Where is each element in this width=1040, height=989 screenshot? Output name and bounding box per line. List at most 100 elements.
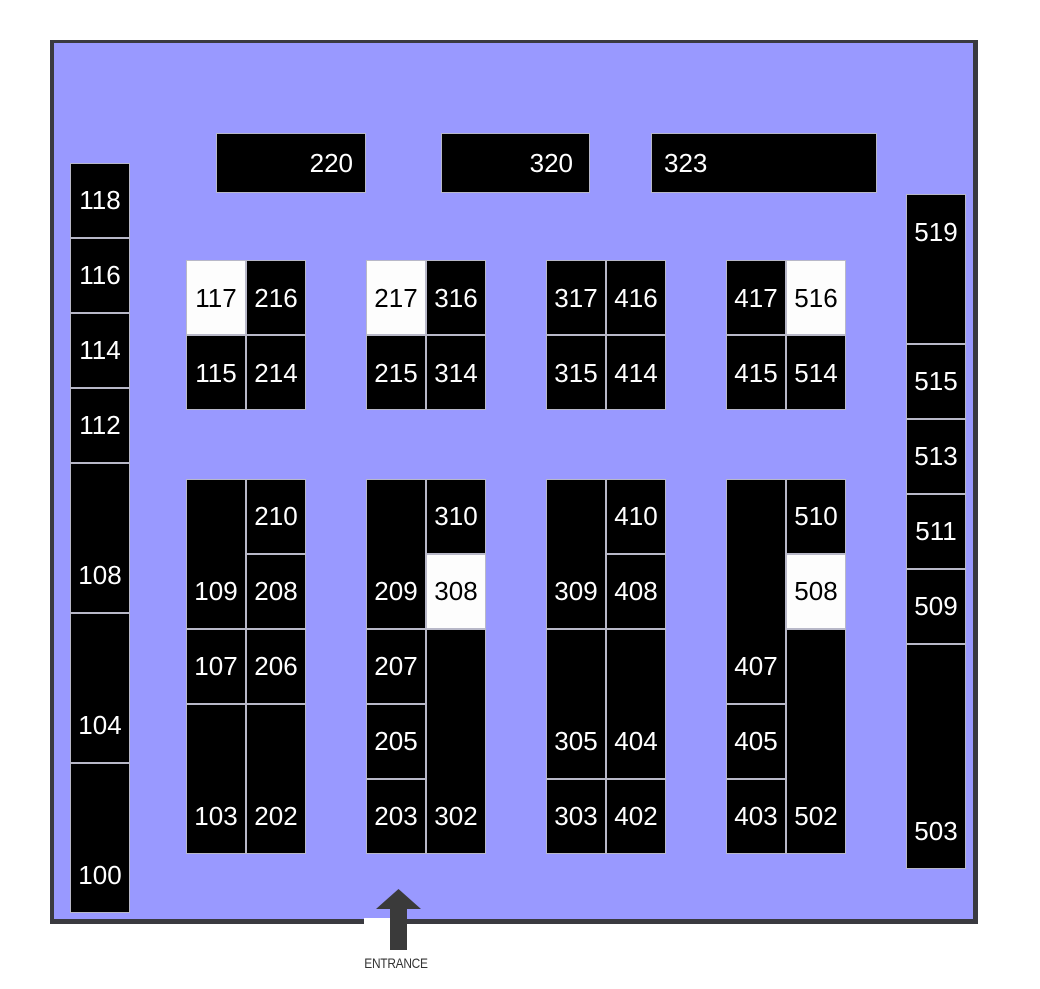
booth-502[interactable]: 502 (786, 629, 846, 854)
booth-number: 404 (614, 726, 658, 756)
booth-104[interactable]: 104 (70, 613, 130, 763)
entrance-arrow-icon (376, 889, 421, 950)
booth-519[interactable]: 519 (906, 194, 966, 344)
booth-205[interactable]: 205 (366, 704, 426, 779)
booth-208[interactable]: 208 (246, 554, 306, 629)
booth-107[interactable]: 107 (186, 629, 246, 704)
booth-220[interactable]: 220 (216, 133, 366, 193)
booth-405[interactable]: 405 (726, 704, 786, 779)
booth-302[interactable]: 302 (426, 629, 486, 854)
booth-310[interactable]: 310 (426, 479, 486, 554)
booth-number: 104 (78, 710, 122, 740)
booth-320[interactable]: 320 (441, 133, 590, 193)
booth-number: 509 (914, 591, 958, 621)
booth-410[interactable]: 410 (606, 479, 666, 554)
booth-number: 508 (794, 576, 838, 606)
booth-100[interactable]: 100 (70, 763, 130, 913)
booth-number: 513 (914, 441, 958, 471)
booth-number: 302 (434, 801, 478, 831)
booth-number: 100 (78, 860, 122, 890)
booth-number: 217 (374, 282, 418, 313)
booth-202[interactable]: 202 (246, 704, 306, 854)
booth-number: 315 (554, 357, 598, 388)
booth-515[interactable]: 515 (906, 344, 966, 419)
booth-number: 510 (794, 501, 838, 531)
booth-203[interactable]: 203 (366, 779, 426, 854)
booth-414[interactable]: 414 (606, 335, 666, 410)
booth-402[interactable]: 402 (606, 779, 666, 854)
booth-109[interactable]: 109 (186, 479, 246, 629)
booth-308[interactable]: 308 (426, 554, 486, 629)
booth-118[interactable]: 118 (70, 163, 130, 238)
booth-number: 202 (254, 801, 298, 831)
booth-209[interactable]: 209 (366, 479, 426, 629)
booth-number: 408 (614, 576, 658, 606)
booth-number: 317 (554, 282, 598, 313)
booth-number: 109 (194, 576, 238, 606)
booth-number: 417 (734, 282, 778, 313)
booth-415[interactable]: 415 (726, 335, 786, 410)
booth-216[interactable]: 216 (246, 260, 306, 335)
booth-508[interactable]: 508 (786, 554, 846, 629)
booth-403[interactable]: 403 (726, 779, 786, 854)
booth-103[interactable]: 103 (186, 704, 246, 854)
booth-215[interactable]: 215 (366, 335, 426, 410)
booth-number: 308 (434, 576, 478, 606)
booth-number: 216 (254, 282, 298, 313)
booth-number: 519 (914, 217, 958, 247)
booth-number: 314 (434, 357, 478, 388)
booth-315[interactable]: 315 (546, 335, 606, 410)
booth-117[interactable]: 117 (186, 260, 246, 335)
booth-513[interactable]: 513 (906, 419, 966, 494)
booth-number: 407 (734, 651, 778, 681)
booth-number: 320 (529, 148, 573, 178)
booth-number: 206 (254, 651, 298, 681)
booth-408[interactable]: 408 (606, 554, 666, 629)
booth-number: 215 (374, 357, 418, 388)
booth-number: 207 (374, 651, 418, 681)
booth-116[interactable]: 116 (70, 238, 130, 313)
booth-number: 117 (195, 282, 237, 313)
booth-206[interactable]: 206 (246, 629, 306, 704)
booth-number: 514 (794, 357, 838, 388)
booth-404[interactable]: 404 (606, 629, 666, 779)
booth-214[interactable]: 214 (246, 335, 306, 410)
booth-510[interactable]: 510 (786, 479, 846, 554)
booth-323[interactable]: 323 (651, 133, 877, 193)
booth-303[interactable]: 303 (546, 779, 606, 854)
booth-number: 416 (614, 282, 658, 313)
booth-number: 503 (914, 816, 958, 846)
booth-309[interactable]: 309 (546, 479, 606, 629)
booth-number: 516 (794, 282, 838, 313)
booth-217[interactable]: 217 (366, 260, 426, 335)
booth-114[interactable]: 114 (70, 313, 130, 388)
booth-514[interactable]: 514 (786, 335, 846, 410)
booth-503[interactable]: 503 (906, 644, 966, 869)
booth-number: 114 (79, 335, 121, 365)
booth-number: 118 (79, 185, 121, 215)
booth-305[interactable]: 305 (546, 629, 606, 779)
booth-number: 210 (254, 501, 298, 531)
booth-number: 323 (664, 148, 708, 178)
booth-number: 310 (434, 501, 478, 531)
booth-number: 205 (374, 726, 418, 756)
booth-108[interactable]: 108 (70, 463, 130, 613)
booth-511[interactable]: 511 (906, 494, 966, 569)
booth-407[interactable]: 407 (726, 479, 786, 704)
booth-210[interactable]: 210 (246, 479, 306, 554)
booth-112[interactable]: 112 (70, 388, 130, 463)
booth-314[interactable]: 314 (426, 335, 486, 410)
booth-number: 208 (254, 576, 298, 606)
booth-number: 203 (374, 801, 418, 831)
booth-number: 515 (914, 366, 958, 396)
booth-516[interactable]: 516 (786, 260, 846, 335)
booth-416[interactable]: 416 (606, 260, 666, 335)
booth-115[interactable]: 115 (186, 335, 246, 410)
booth-number: 414 (614, 357, 658, 388)
booth-207[interactable]: 207 (366, 629, 426, 704)
booth-417[interactable]: 417 (726, 260, 786, 335)
booth-number: 214 (254, 357, 298, 388)
booth-509[interactable]: 509 (906, 569, 966, 644)
booth-316[interactable]: 316 (426, 260, 486, 335)
booth-317[interactable]: 317 (546, 260, 606, 335)
